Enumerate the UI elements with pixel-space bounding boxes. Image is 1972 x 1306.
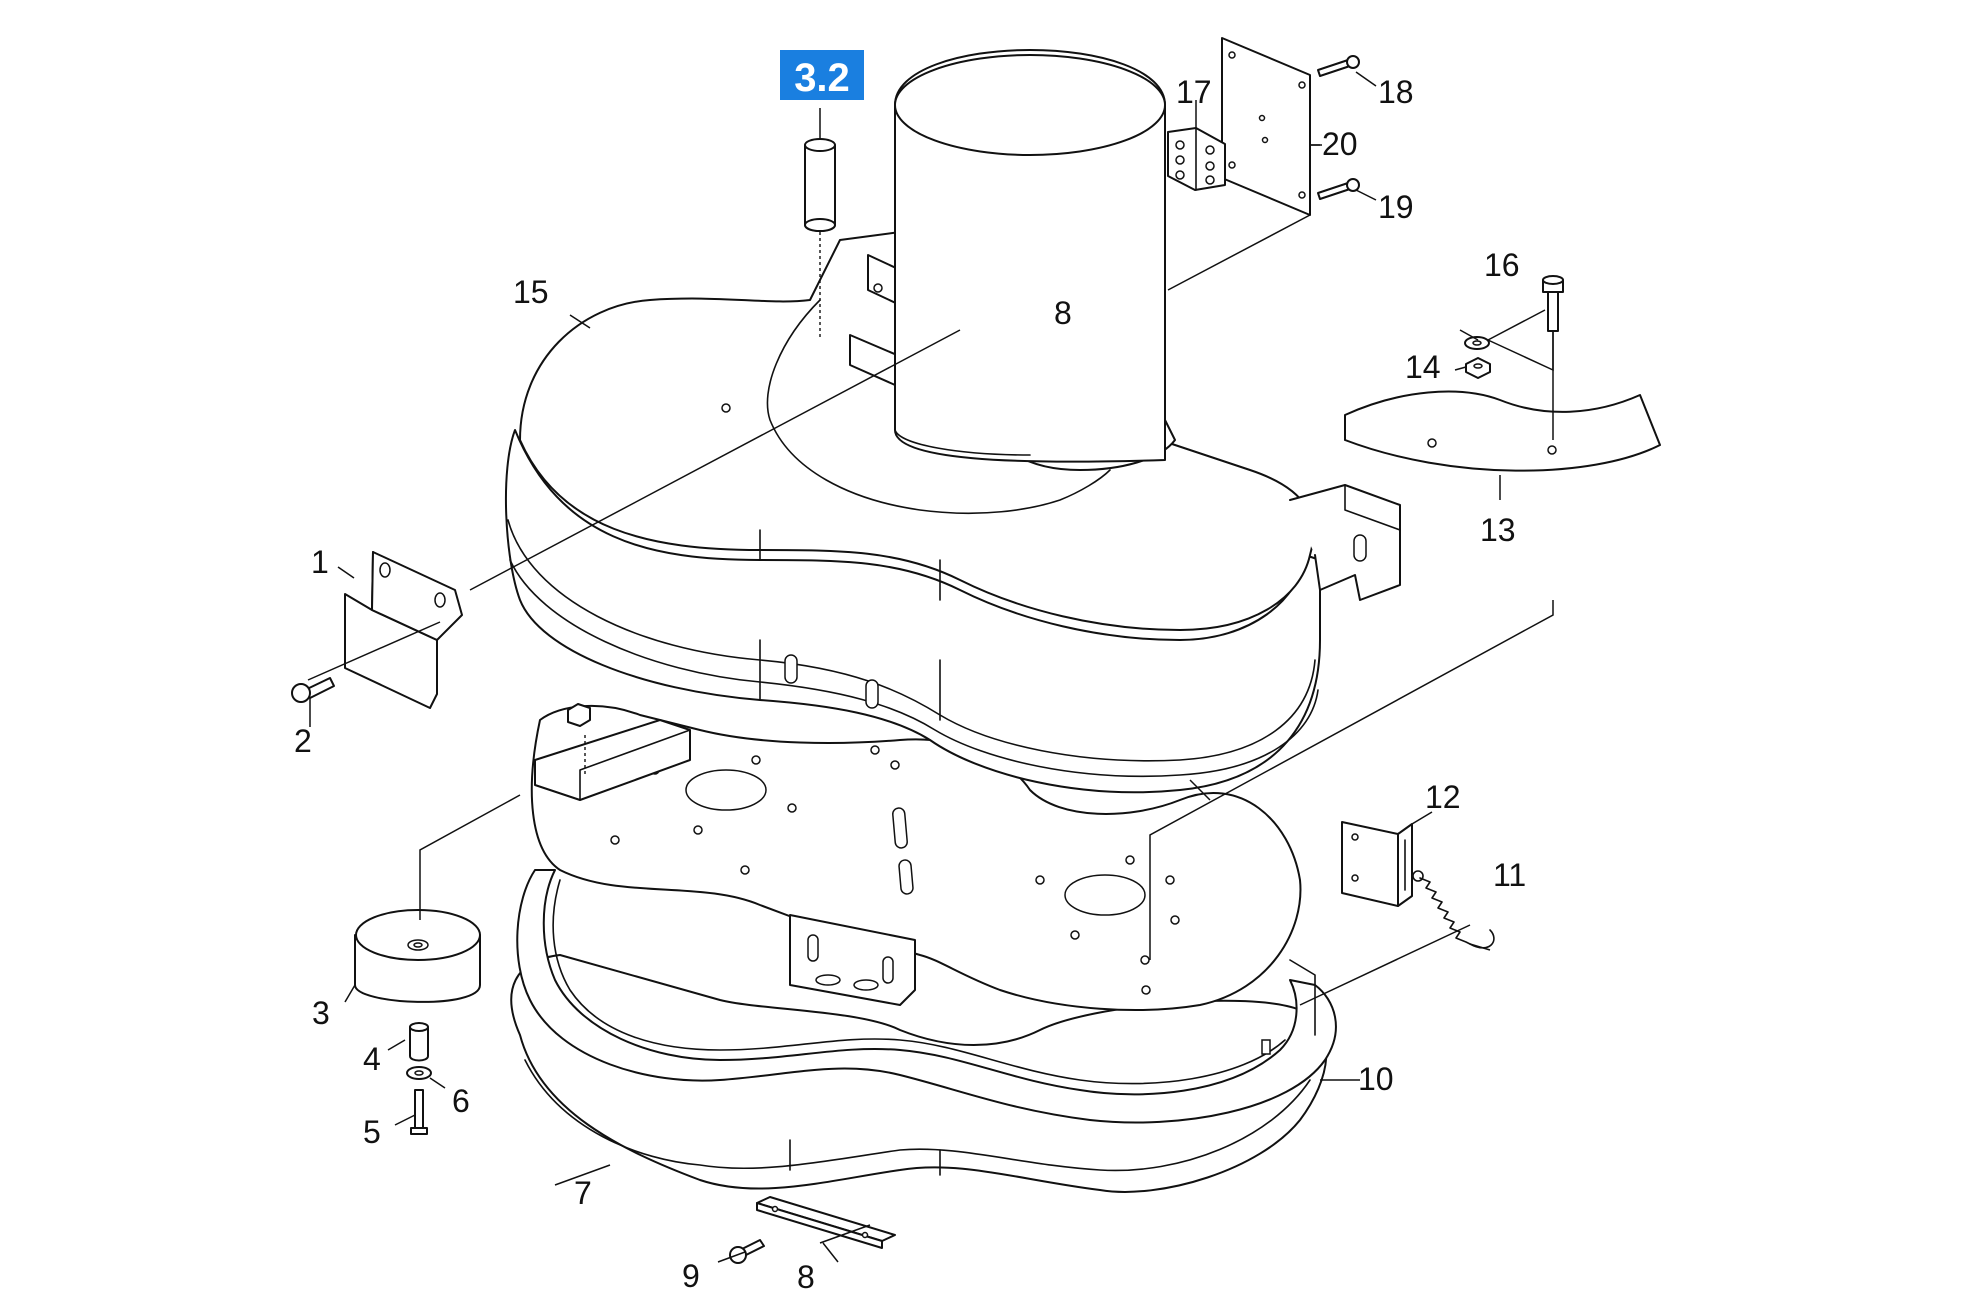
part-4-spacer [409,1022,429,1062]
base-plate [530,703,1302,1011]
callout-2: 2 [294,723,312,759]
part-12-spring-bracket [1341,821,1413,907]
part-9-screw [729,1239,765,1264]
reference-badge-3-2: 3.2 [780,50,864,100]
part-6-washer [406,1066,432,1080]
part-2-screw [291,677,335,703]
part-10-upper-ring [516,869,1337,1124]
part-8-strip [756,1196,896,1249]
part-5-bolt [410,1089,428,1135]
callout-labels: 1 2 3 4 5 6 7 8 8 9 10 11 12 13 14 15 16… [294,74,1526,1295]
callout-9: 9 [682,1258,700,1294]
callout-18: 18 [1378,74,1414,110]
callout-4: 4 [363,1041,381,1077]
callout-14: 14 [1405,349,1441,385]
part-18-screw [1317,55,1360,77]
callout-19: 19 [1378,189,1414,225]
callout-8-washer: 8 [1054,295,1072,331]
part-17-terminal-block [1167,100,1226,191]
callout-5: 5 [363,1114,381,1150]
part-1-bracket [344,551,463,709]
callout-17: 17 [1176,74,1212,110]
callout-3: 3 [312,995,330,1031]
part-13-shield [1344,390,1661,472]
callout-16: 16 [1484,247,1520,283]
callout-10: 10 [1358,1061,1394,1097]
callout-6: 6 [452,1083,470,1119]
part-19-screw [1317,178,1360,200]
callout-7: 7 [574,1175,592,1211]
callout-12: 12 [1425,779,1461,815]
part-8-washer [1464,336,1490,350]
reference-badge-label: 3.2 [794,56,850,100]
spacer-tube [804,108,836,340]
plate-holes [610,745,1180,995]
part-16-bolt [1542,275,1564,332]
callout-1: 1 [311,544,329,580]
callout-8-strip: 8 [797,1259,815,1295]
callout-15: 15 [513,274,549,310]
callout-13: 13 [1480,512,1516,548]
motor-cylinder [894,49,1166,463]
leader-lines [307,71,1554,1263]
part-3-rubber-pad [354,909,481,1003]
part-11-spring [1412,870,1495,949]
callout-20: 20 [1322,126,1358,162]
callout-11: 11 [1493,857,1526,893]
part-20-cover-plate [1221,37,1311,216]
part-14-nut [1465,357,1491,379]
